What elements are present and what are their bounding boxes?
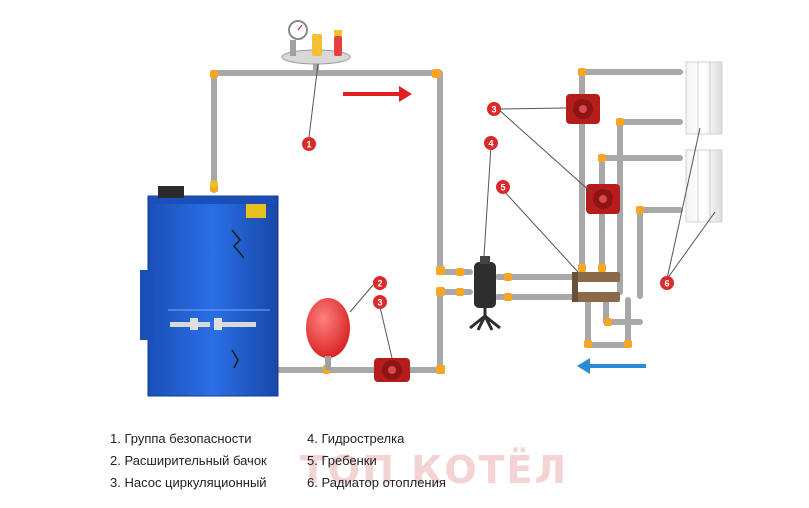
boiler-label-plate [246, 204, 266, 218]
svg-text:6: 6 [664, 279, 669, 289]
callout-badge-5: 5 [496, 180, 510, 194]
return-flow-arrow [577, 358, 646, 374]
legend-item-safety-group: 1. Группа безопасности [110, 431, 252, 446]
hydro-separator [469, 256, 501, 331]
manifold [572, 272, 620, 302]
safety-group [281, 20, 351, 65]
pump-main [374, 358, 410, 382]
air-vent-icon [312, 34, 322, 56]
legend-item-manifold: 5. Гребенки [307, 453, 377, 468]
watermark: ТОП КОТЁЛ [300, 448, 569, 492]
callout-badge-3-manifold: 3 [487, 102, 501, 116]
return-pipe-main [275, 289, 443, 373]
callout-badge-3-main: 3 [373, 295, 387, 309]
callout-badge-1: 1 [302, 137, 316, 151]
boiler [140, 180, 279, 397]
svg-text:1: 1 [306, 140, 311, 150]
legend-item-circulation-pump: 3. Насос циркуляционный [110, 475, 267, 490]
callout-badge-4: 4 [484, 136, 498, 150]
svg-text:4: 4 [488, 139, 493, 149]
pipe-fittings [210, 68, 644, 374]
supply-pipe-main [211, 70, 443, 275]
supply-flow-arrow [343, 86, 412, 102]
expansion-tank [306, 298, 350, 370]
safety-valve-icon [334, 36, 342, 56]
legend-item-radiator: 6. Радиатор отопления [307, 475, 446, 490]
pump-circuit1 [566, 94, 600, 124]
legend-column-1: 1. Группа безопасности 2. Расширительный… [110, 428, 267, 494]
legend-item-hydro-separator: 4. Гидрострелка [307, 431, 405, 446]
boiler-pressure-gauge-icon [210, 180, 218, 188]
boiler-control-box [158, 186, 184, 198]
svg-text:2: 2 [377, 279, 382, 289]
callout-badge-6: 6 [660, 276, 674, 290]
svg-text:3: 3 [491, 105, 496, 115]
callout-badge-2: 2 [373, 276, 387, 290]
circuit2-return [637, 207, 683, 299]
callout-leaders [308, 63, 716, 359]
radiator-upper [685, 61, 723, 135]
boiler-door-handle-right [216, 322, 256, 327]
radiator-lower [685, 149, 723, 223]
svg-text:5: 5 [500, 183, 505, 193]
svg-text:3: 3 [377, 298, 382, 308]
legend-column-2: 4. Гидрострелка 5. Гребенки 6. Радиатор … [307, 428, 446, 494]
pump-circuit2 [586, 184, 620, 214]
legend-item-expansion-tank: 2. Расширительный бачок [110, 453, 267, 468]
